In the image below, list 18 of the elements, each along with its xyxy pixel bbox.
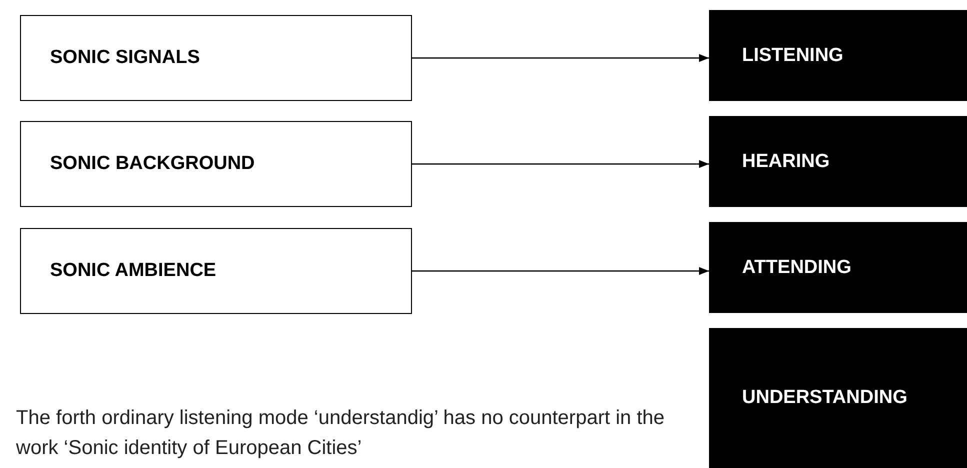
node-label: SONIC BACKGROUND	[50, 153, 255, 175]
outlined-box	[20, 15, 412, 101]
note-text: The forth ordinary listening mode ‘understandig’ has no counterpart in the work ‘Sonic identity of European Cities’	[16, 406, 666, 461]
arrow	[412, 54, 709, 62]
node-label: SONIC AMBIENCE	[50, 260, 216, 282]
outlined-box	[20, 228, 412, 314]
node-label: LISTENING	[742, 44, 844, 66]
filled-box	[709, 116, 967, 207]
node-label: SONIC SIGNALS	[50, 47, 200, 69]
filled-box	[709, 328, 967, 468]
node-label: HEARING	[742, 150, 830, 172]
node-label: ATTENDING	[742, 256, 852, 278]
node-label: UNDERSTANDING	[742, 387, 908, 409]
outlined-box	[20, 121, 412, 207]
arrow	[412, 160, 709, 168]
filled-box	[709, 222, 967, 313]
arrow	[412, 267, 709, 275]
filled-box	[709, 10, 967, 101]
